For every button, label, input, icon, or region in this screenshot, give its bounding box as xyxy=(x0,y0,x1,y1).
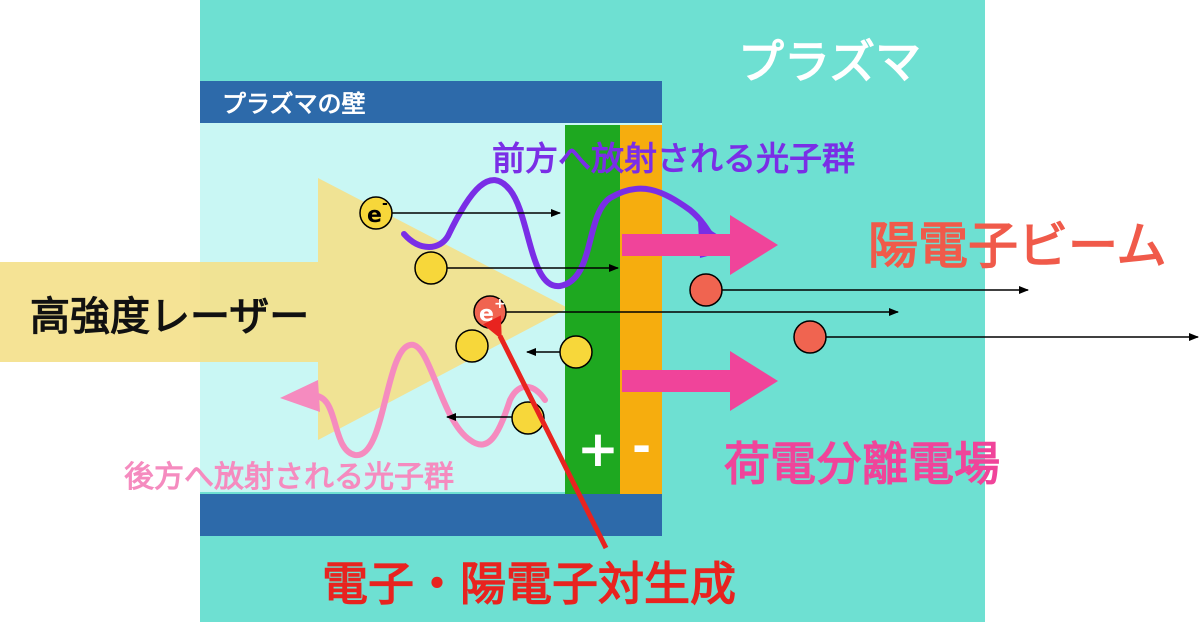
plasma-wall-bottom xyxy=(200,494,662,536)
positron xyxy=(690,274,722,306)
positron-charge: + xyxy=(494,296,506,312)
electron xyxy=(560,336,592,368)
positron-symbol: e xyxy=(479,302,494,327)
charge-separation-field-label: 荷電分離電場 xyxy=(724,437,1000,491)
positron-beam-label: 陽電子ビーム xyxy=(868,217,1167,275)
plus-sign: + xyxy=(577,420,619,478)
electron-charge: - xyxy=(382,196,388,212)
electron xyxy=(456,330,488,362)
electron-symbol: e xyxy=(367,203,382,228)
plasma-wall-label: プラズマの壁 xyxy=(222,90,366,118)
plasma-label: プラズマ xyxy=(738,35,921,89)
pair-creation-label: 電子・陽電子対生成 xyxy=(322,557,736,611)
forward-photons-label: 前方へ放射される光子群 xyxy=(492,139,855,178)
backward-photons-label: 後方へ放射される光子群 xyxy=(124,460,454,495)
laser-label: 高強度レーザー xyxy=(30,294,309,340)
positron xyxy=(794,321,826,353)
electron xyxy=(415,252,447,284)
minus-sign: - xyxy=(632,419,651,473)
